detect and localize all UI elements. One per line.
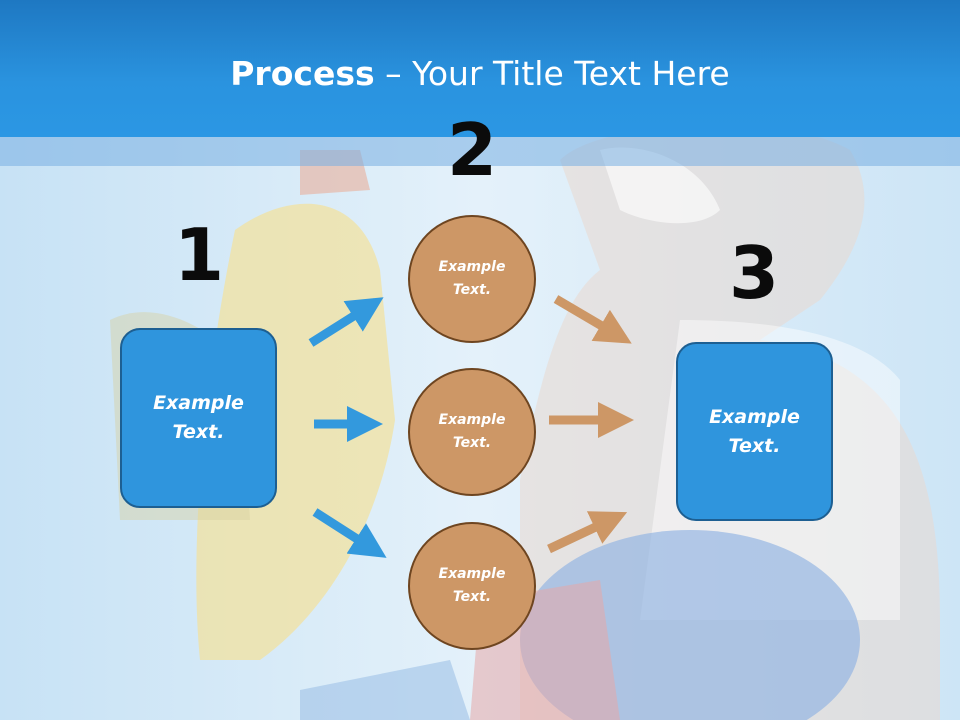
step-2-circle-top[interactable]: Example Text. (408, 215, 536, 343)
step-number-1: 1 (173, 213, 225, 297)
step-2-circle-top-text: Example Text. (438, 259, 506, 298)
step-2-circle-middle[interactable]: Example Text. (408, 368, 536, 496)
slide-title: Process – Your Title Text Here (0, 52, 960, 96)
step-2-circle-middle-text: Example Text. (438, 412, 506, 451)
title-bold: Process (230, 54, 375, 93)
step-3-text: Example Text. (709, 405, 800, 457)
step-1-text: Example Text. (153, 392, 244, 443)
header-band (0, 137, 960, 166)
title-rest: – Your Title Text Here (374, 54, 730, 93)
arrow-1-to-2c (312, 508, 387, 558)
arrow-2c-to-3 (547, 511, 628, 554)
step-number-2: 2 (446, 108, 498, 192)
step-2-circle-bottom[interactable]: Example Text. (408, 522, 536, 650)
step-number-3: 3 (728, 231, 780, 315)
step-1-box[interactable]: Example Text. (120, 328, 277, 508)
arrow-1-to-2a (308, 297, 384, 347)
step-3-box[interactable]: Example Text. (676, 342, 833, 521)
arrow-2a-to-3 (553, 295, 632, 344)
step-2-circle-bottom-text: Example Text. (438, 566, 506, 605)
header-bar (0, 0, 960, 137)
